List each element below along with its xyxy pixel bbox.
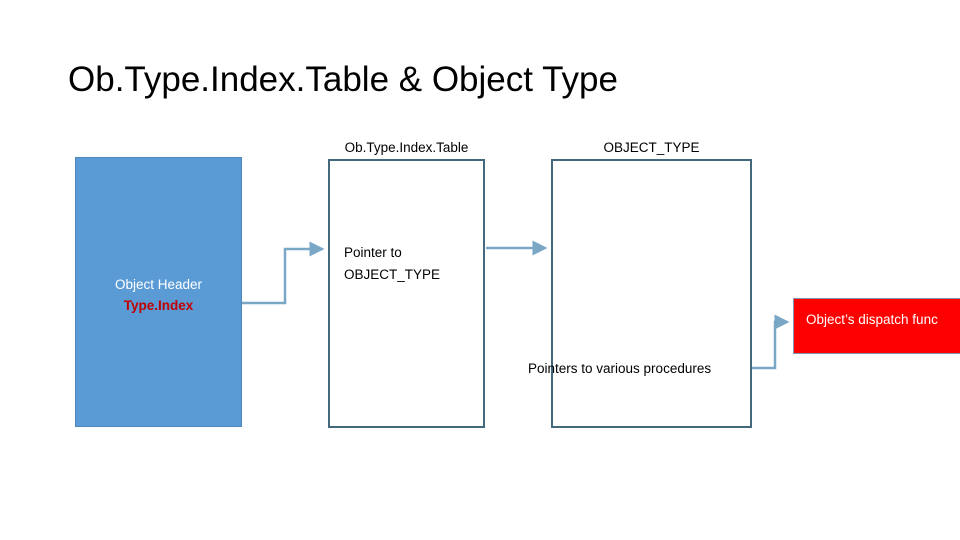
pointer-to-object-type-label: Pointer to OBJECT_TYPE [344, 242, 494, 286]
obtypeindextable-caption: Ob.Type.Index.Table [344, 140, 469, 155]
connector-objectheader-to-obtypeindextable [242, 241, 325, 305]
pointers-to-procedures-label: Pointers to various procedures [528, 361, 712, 376]
object-header-box-label: Object Header Type.Index [75, 274, 242, 316]
objecttype-caption: OBJECT_TYPE [603, 140, 700, 155]
object-header-label-typeindex: Type.Index [123, 298, 194, 313]
page-title: Ob.Type.Index.Table & Object Type [68, 60, 618, 99]
object-dispatch-function-label: Object’s dispatch func [806, 312, 938, 327]
object-header-box[interactable] [75, 157, 242, 427]
object-dispatch-function-box[interactable] [793, 298, 960, 354]
object-header-label-line1: Object Header [114, 277, 203, 292]
pointer-to-line2: OBJECT_TYPE [344, 267, 441, 282]
obtypeindextable-box[interactable] [328, 159, 485, 428]
objecttype-box[interactable] [551, 159, 752, 428]
pointer-to-line1: Pointer to [344, 245, 402, 260]
